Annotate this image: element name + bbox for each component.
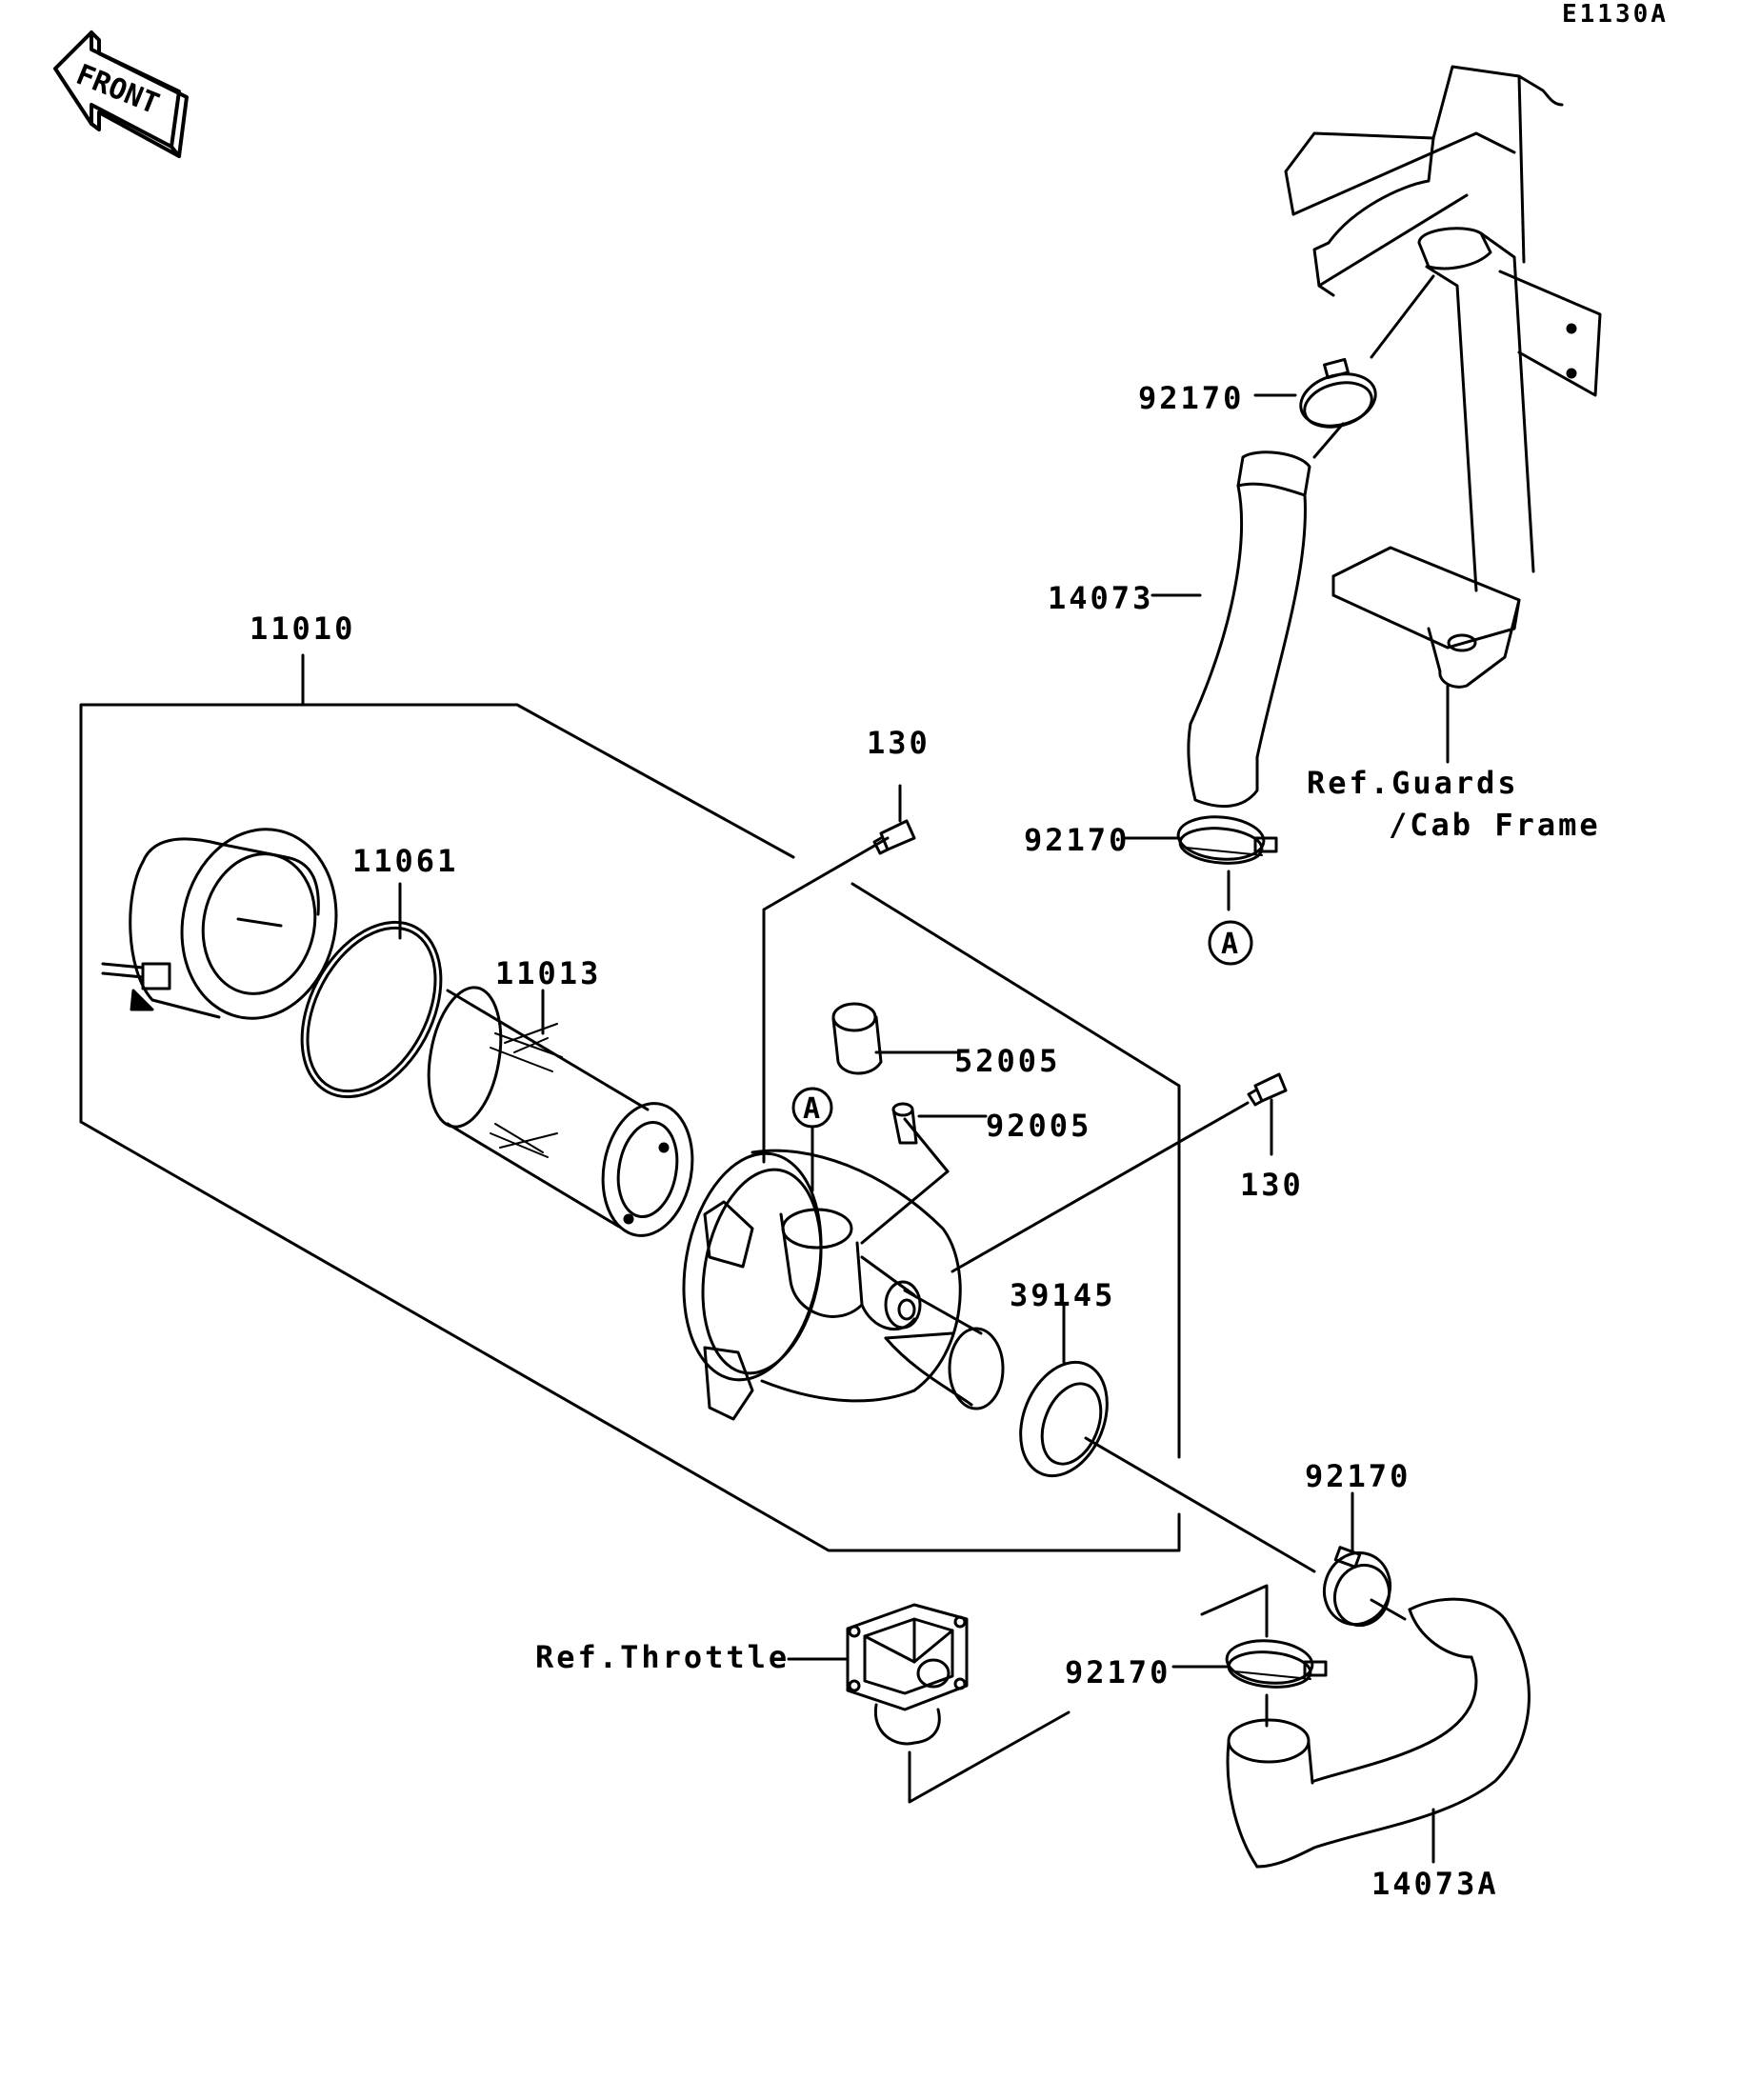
label-14073a: 14073A [1371,1866,1499,1902]
label-52005: 52005 [954,1043,1061,1079]
label-92170-lower-left: 92170 [1065,1654,1171,1690]
duct-lower [1226,1597,1531,1869]
label-130-right: 130 [1240,1167,1304,1203]
label-92005: 92005 [986,1108,1092,1144]
filter-element [427,986,694,1237]
front-arrow-icon: FRONT [53,30,189,158]
clamp-top [1253,357,1377,459]
clamp-duct-lower [1124,815,1278,911]
ref-marker-upper-label: A [1221,928,1238,961]
air-cleaner-group-outline [79,653,1181,1552]
label-11061: 11061 [352,843,459,879]
ref-marker-lower: A [791,1087,833,1192]
fitting-part [891,1102,988,1145]
label-11013: 11013 [495,955,602,991]
bolt-top [872,784,916,855]
ref-throttle: Ref.Throttle [535,1639,790,1675]
clamp-lower-left [1171,1584,1328,1728]
ref-marker-lower-label: A [803,1092,820,1126]
housing-cover [101,828,338,1020]
bolt-right [951,1072,1288,1273]
label-92170-top: 92170 [1138,380,1245,416]
label-14073: 14073 [1048,580,1154,616]
label-92170-duct: 92170 [1024,822,1131,858]
housing-body [682,1117,1005,1421]
gasket-ring [300,882,443,1099]
seal-ring [1019,1303,1316,1573]
throttle-body [787,1603,1071,1804]
label-130-top: 130 [867,725,931,761]
ref-guards-line2: /Cab Frame [1389,807,1601,843]
ref-guards-line1: Ref.Guards [1307,765,1519,801]
label-92170-lower-right: 92170 [1305,1458,1411,1494]
clamp-lower-right [1323,1491,1407,1628]
duct-upper [1151,450,1311,809]
label-11010: 11010 [250,610,356,647]
label-39145: 39145 [1010,1277,1116,1313]
diagram-code: E1130A [1562,0,1669,29]
cab-frame [1284,65,1602,764]
ref-marker-upper: A [1208,920,1253,966]
cap-part [831,1002,959,1075]
